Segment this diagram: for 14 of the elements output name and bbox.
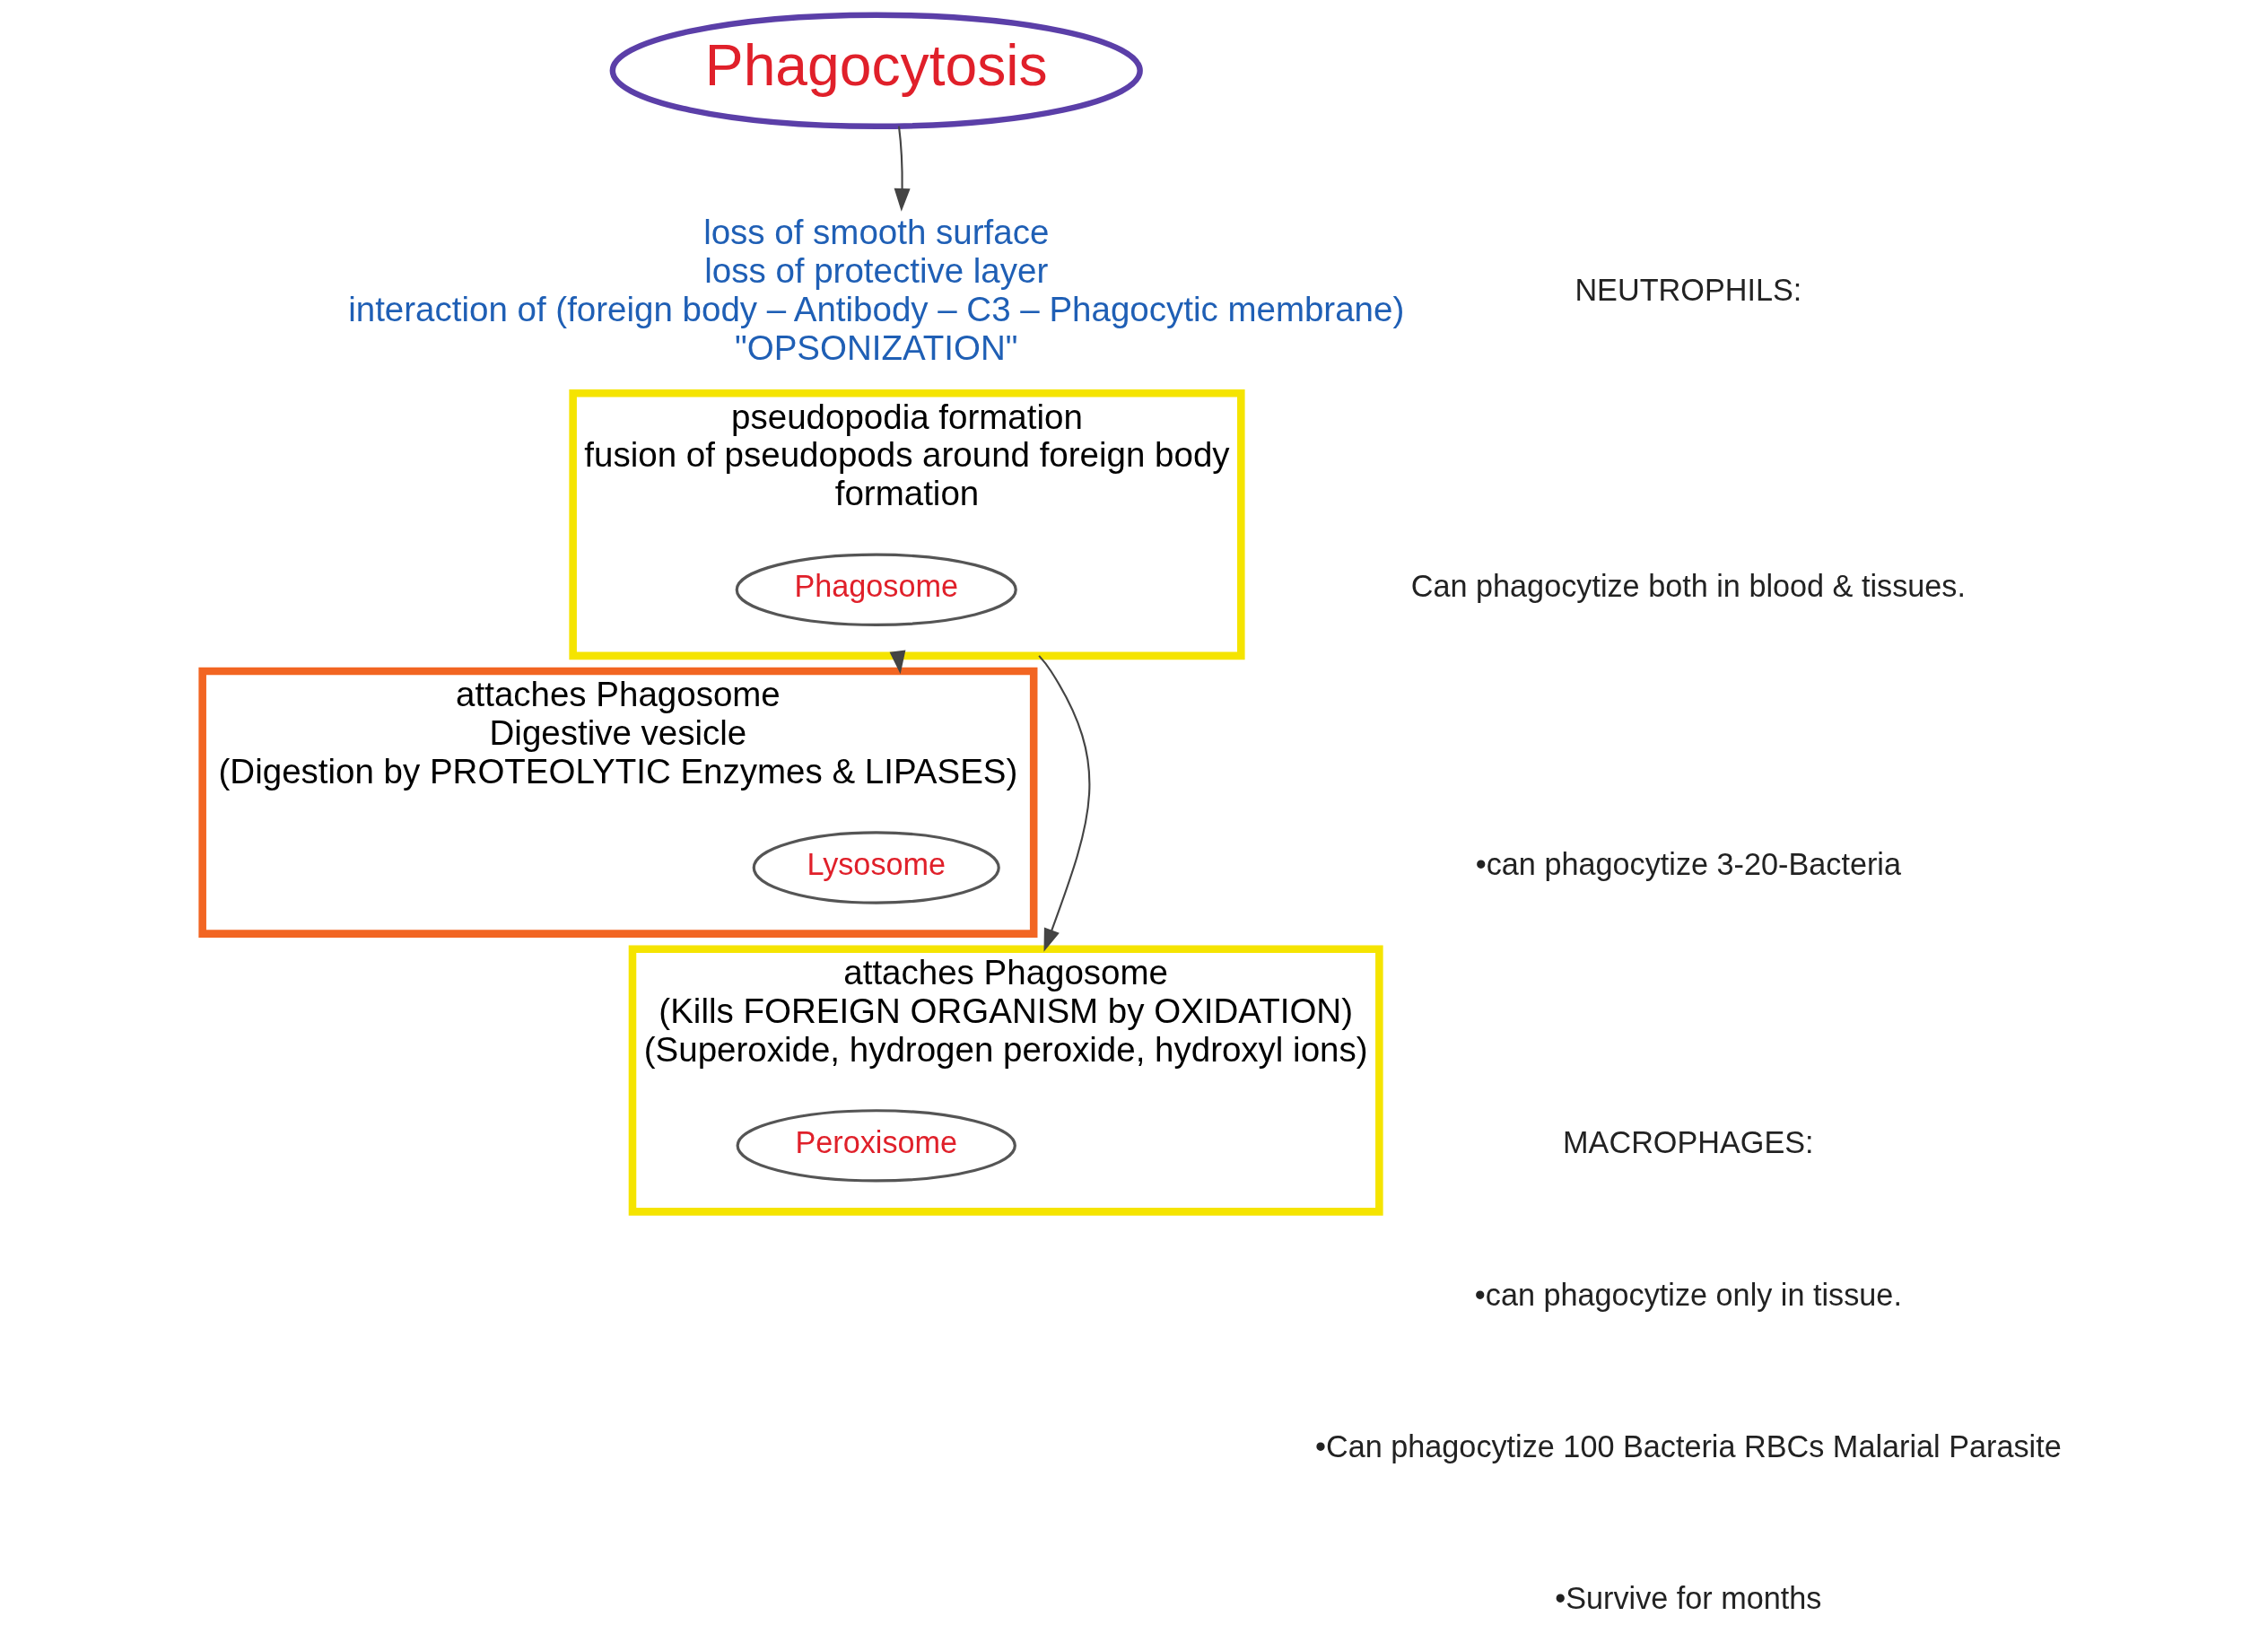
label: •can phagocytize only in tissue.	[1474, 1277, 1902, 1312]
node-ellipse: Phagosome	[735, 553, 1017, 626]
label: MACROPHAGES:	[1563, 1124, 1814, 1159]
node-ellipse: Phagocytosis	[609, 12, 1143, 129]
label: •Can phagocytize 100 Bacteria RBCs Malarial Parasite	[1314, 1428, 2062, 1463]
node-ellipse: Lysosome	[752, 831, 1000, 904]
label: NEUTROPHILS:	[1575, 273, 1802, 308]
arrow	[889, 650, 906, 675]
label: Can phagocytize both in blood & tissues.	[1410, 569, 1966, 604]
node-text: loss of smooth surface loss of protective layer interaction of (foreign body – Antibody – C3 – Phagocytic membrane) "OPSONIZATION"	[348, 213, 1405, 367]
label: •Survive for months	[1555, 1580, 1822, 1615]
node-ellipse: Peroxisome	[736, 1109, 1016, 1183]
arrow	[894, 126, 911, 212]
label: •can phagocytize 3-20-Bacteria	[1475, 847, 1901, 882]
